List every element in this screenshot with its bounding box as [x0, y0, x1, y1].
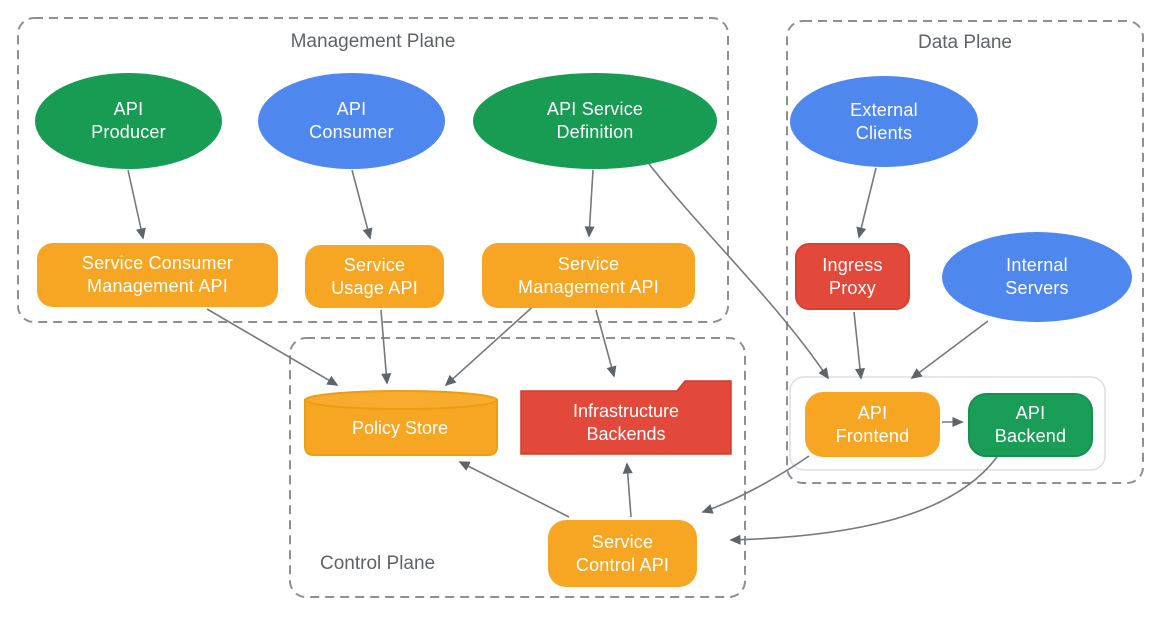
edge-service-control-api-to-infrastructure-backends [622, 462, 633, 518]
node-ingress-proxy: Ingress Proxy [795, 243, 910, 310]
edge-external-clients-to-ingress-proxy [856, 167, 877, 239]
data-plane-label: Data Plane [917, 32, 1012, 53]
edge-internal-servers-to-api-frontend [910, 320, 989, 380]
node-service-usage-api: Service Usage API [305, 245, 444, 308]
control-plane-label: Control Plane [320, 553, 436, 574]
node-internal-servers: Internal Servers [942, 232, 1132, 322]
edge-ingress-proxy-to-api-frontend [853, 311, 866, 380]
edge-api-service-definition-to-service-management-api [584, 169, 595, 238]
data-plane-border [786, 20, 1144, 484]
management-plane-label: Management Plane [290, 31, 456, 52]
control-plane-border [289, 337, 746, 598]
edge-service-management-api-to-policy-store [444, 301, 539, 387]
edge-api-service-definition-to-api-frontend [648, 163, 829, 380]
node-service-management-api: Service Management API [482, 243, 695, 308]
edge-service-management-api-to-infrastructure-backends [595, 309, 617, 378]
node-api-producer: API Producer [35, 73, 222, 169]
policy-store-cylinder-body [304, 399, 498, 456]
edge-api-frontend-to-service-control-api [701, 455, 810, 514]
edge-api-consumer-to-service-usage-api [351, 169, 373, 240]
management-plane-border [17, 17, 729, 323]
node-external-clients: External Clients [790, 76, 978, 167]
edge-service-usage-api-to-policy-store [380, 309, 392, 385]
infrastructure-backends-folder [520, 380, 732, 455]
policy-store-cylinder-top [304, 390, 498, 410]
node-api-backend: API Backend [968, 393, 1093, 457]
node-api-frontend: API Frontend [805, 392, 940, 457]
node-service-control-api: Service Control API [548, 520, 697, 587]
node-api-consumer: API Consumer [258, 73, 445, 169]
node-service-consumer-management-api: Service Consumer Management API [37, 243, 278, 307]
edge-service-consumer-management-api-to-policy-store [206, 308, 339, 386]
node-api-service-definition: API Service Definition [473, 73, 717, 169]
edge-service-control-api-to-policy-store [458, 461, 570, 518]
edge-api-producer-to-service-consumer-management-api [127, 169, 146, 240]
edge-api-backend-to-service-control-api [729, 456, 998, 545]
